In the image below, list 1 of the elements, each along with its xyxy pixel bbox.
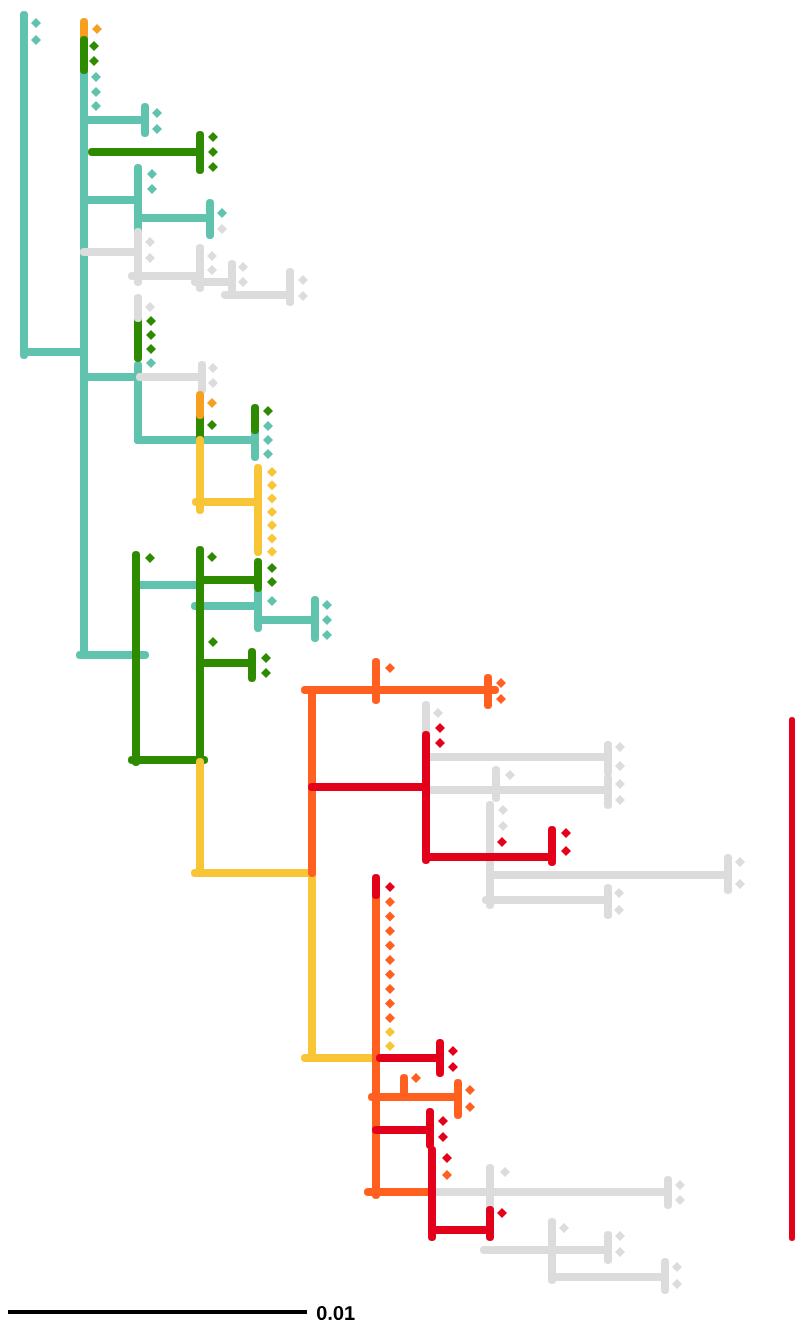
scale-label: 0.01 (317, 1305, 355, 1321)
